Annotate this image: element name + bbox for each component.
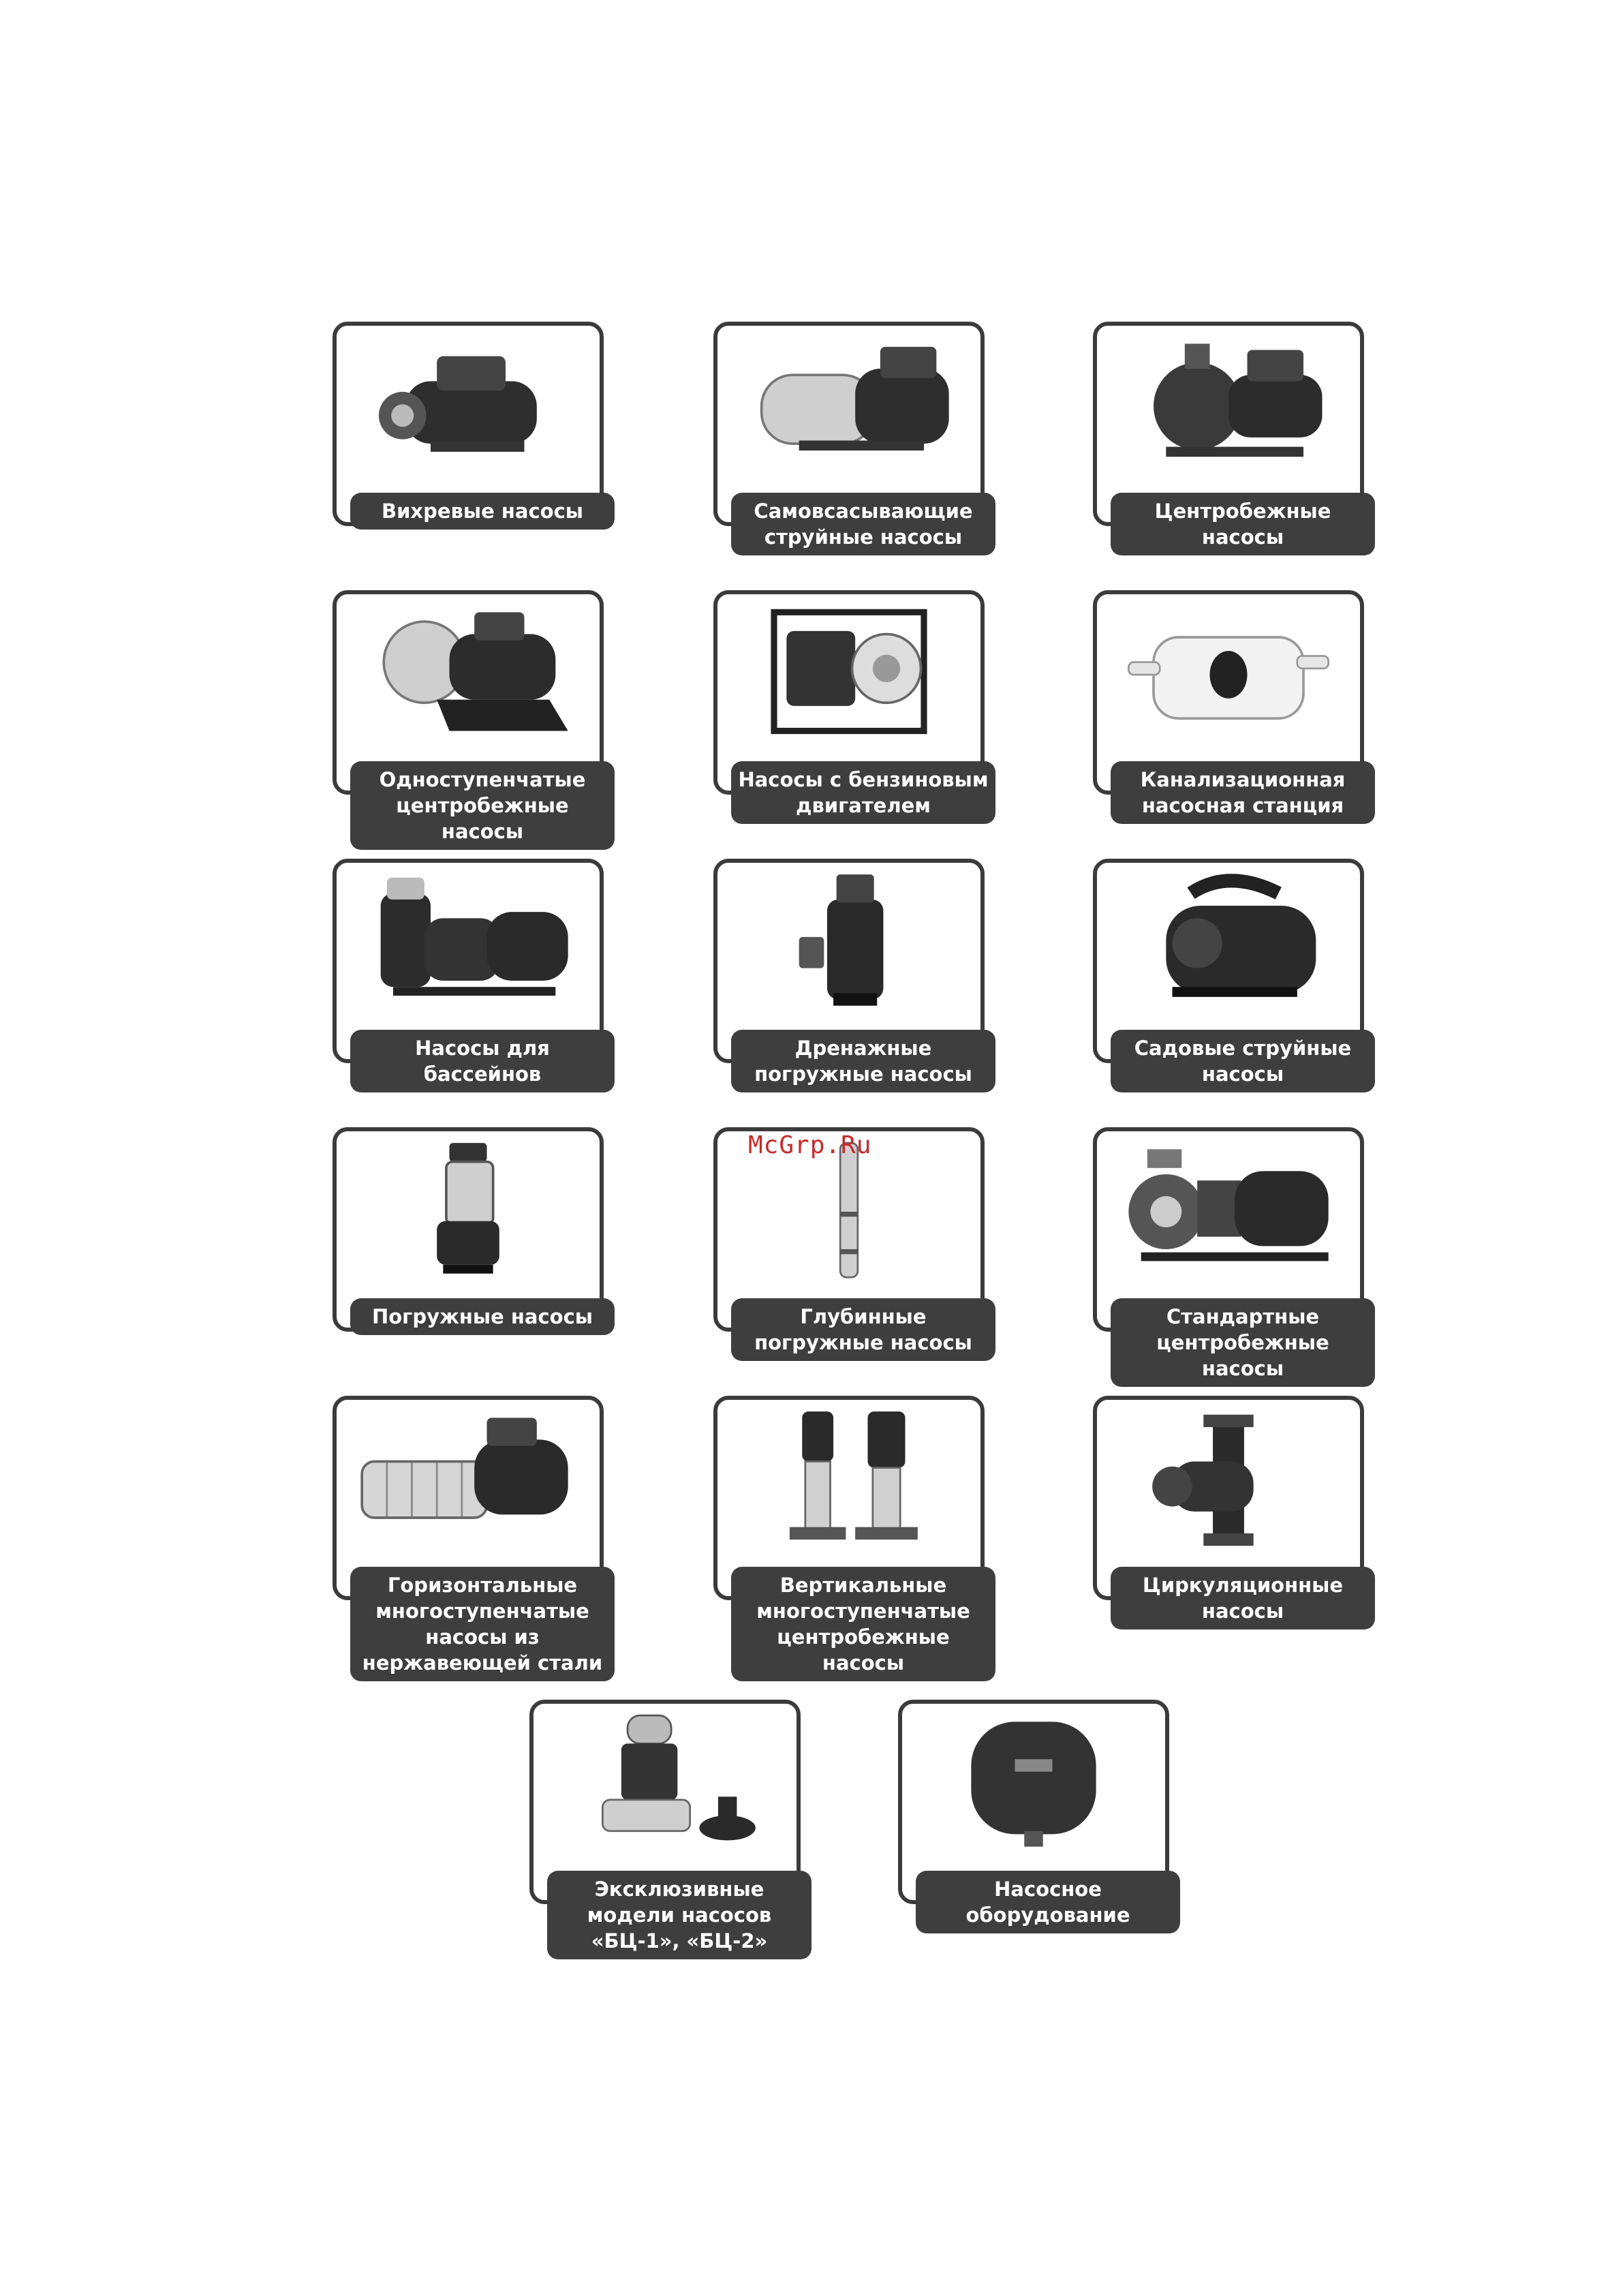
- product-card-jet[interactable]: [713, 322, 985, 526]
- sewage-station-icon: [1097, 600, 1360, 750]
- product-label: Насосы для бассейнов: [350, 1030, 615, 1092]
- product-card-single-stage[interactable]: [333, 590, 604, 795]
- product-label: Циркуляционные насосы: [1111, 1567, 1375, 1629]
- product-label: Центробежные насосы: [1111, 493, 1375, 555]
- product-label: Дренажные погружные насосы: [731, 1030, 995, 1092]
- product-label: Горизонтальные многоступенчатые насосы и…: [350, 1567, 615, 1681]
- product-label: Эксклюзивные модели насосов «БЦ-1», «БЦ-…: [547, 1871, 812, 1959]
- product-label: Канализационная насосная станция: [1111, 761, 1375, 824]
- centrifugal-pump-icon: [1097, 331, 1360, 481]
- garden-jet-pump-icon: [1097, 868, 1360, 1018]
- circulation-pump-icon: [1097, 1405, 1360, 1555]
- product-card-submersible[interactable]: [333, 1127, 604, 1332]
- product-label: Одноступенчатые центробежные насосы: [350, 761, 615, 850]
- product-card-vertical-multistage[interactable]: [713, 1396, 985, 1600]
- vertical-multistage-pump-icon: [717, 1405, 980, 1555]
- drainage-pump-icon: [717, 868, 980, 1018]
- product-label: Вихревые насосы: [350, 493, 615, 530]
- product-card-garden[interactable]: [1093, 859, 1364, 1063]
- product-card-petrol[interactable]: [713, 590, 985, 795]
- watermark: McGrp.Ru: [748, 1131, 872, 1159]
- vortex-pump-icon: [337, 331, 600, 481]
- product-label: Глубинные погружные насосы: [731, 1298, 995, 1361]
- pressure-tank-icon: [902, 1709, 1165, 1859]
- single-stage-pump-icon: [337, 600, 600, 750]
- borehole-pump-icon: [717, 1137, 980, 1287]
- product-card-standard[interactable]: [1093, 1127, 1364, 1332]
- submersible-pump-icon: [337, 1137, 600, 1287]
- product-label: Стандартные центробежные насосы: [1111, 1298, 1375, 1387]
- pool-pump-icon: [337, 868, 600, 1018]
- product-label: Садовые струйные насосы: [1111, 1030, 1375, 1092]
- product-card-sewage[interactable]: [1093, 590, 1364, 795]
- jet-pump-icon: [717, 331, 980, 481]
- product-card-pool[interactable]: [333, 859, 604, 1063]
- product-card-bc[interactable]: [529, 1700, 801, 1904]
- product-label: Насосы с бензиновым двигателем: [731, 761, 995, 824]
- product-label: Насосное оборудование: [916, 1871, 1180, 1933]
- product-card-borehole[interactable]: [713, 1127, 985, 1332]
- product-label: Вертикальные многоступенчатые центробежн…: [731, 1567, 995, 1681]
- product-label: Погружные насосы: [350, 1298, 615, 1335]
- product-card-vortex[interactable]: [333, 322, 604, 526]
- product-card-circulation[interactable]: [1093, 1396, 1364, 1600]
- product-card-horizontal-multistage[interactable]: [333, 1396, 604, 1600]
- petrol-engine-pump-icon: [717, 600, 980, 750]
- product-card-pressure-tank[interactable]: [898, 1700, 1169, 1904]
- product-label: Самовсасывающие струйные насосы: [731, 493, 995, 555]
- horizontal-multistage-pump-icon: [337, 1405, 600, 1555]
- bc-pump-icon: [534, 1709, 797, 1859]
- standard-centrifugal-pump-icon: [1097, 1137, 1360, 1287]
